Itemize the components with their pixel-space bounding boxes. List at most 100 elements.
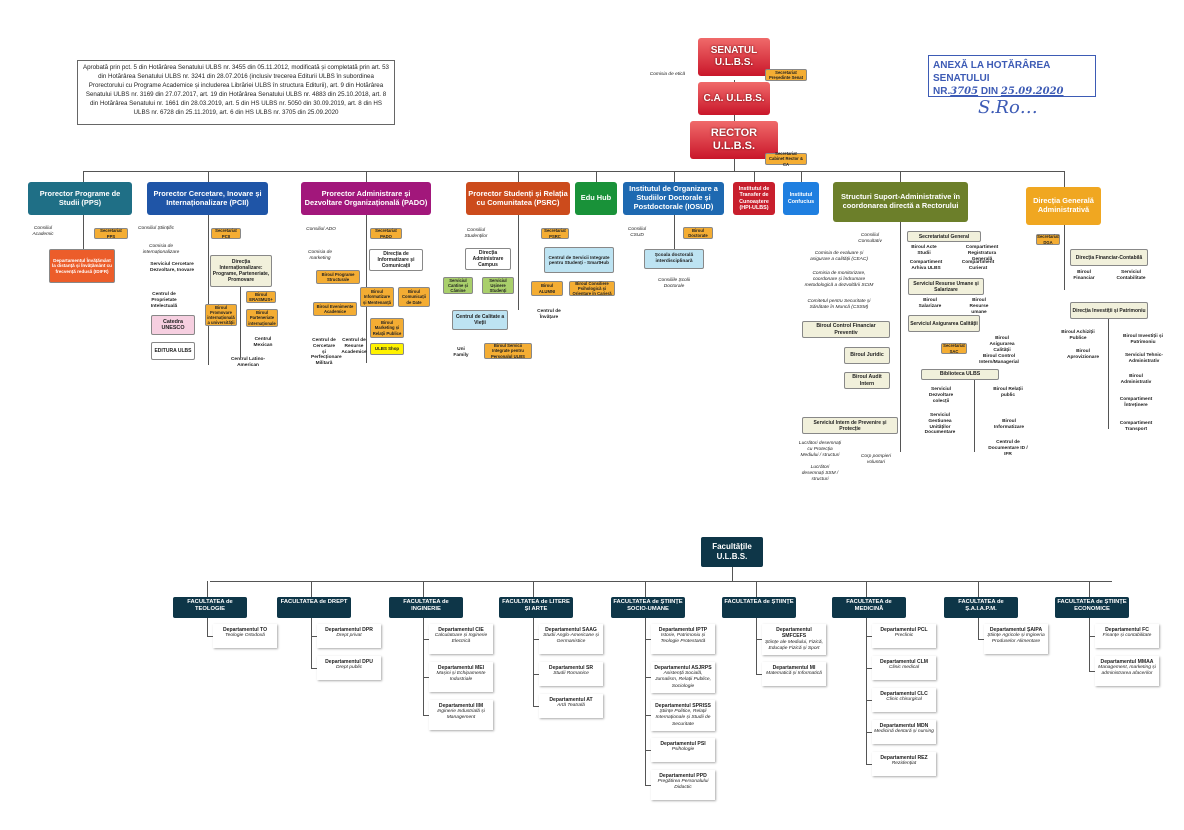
ssa-ceac: Comisia de evaluare și asigurare a calit… [810, 251, 868, 262]
dga-investments-office: Biroul Investiții și Patrimoniu [1123, 334, 1163, 345]
dga-supply-office: Biroul Aprovizionare [1067, 349, 1099, 360]
department-code: Departamentul FC [1105, 627, 1149, 633]
department-description: Finanțe și contabilitate [1102, 633, 1152, 639]
dga-finance-directorate: Direcția Financiar-Contabilă [1070, 249, 1148, 266]
psrc-alumni-office: Biroul ALUMNI [531, 281, 563, 296]
department-description: Inginerie Industrială și Management [437, 709, 485, 721]
approval-note: Aprobată prin pct. 5 din Hotărârea Senat… [77, 60, 395, 125]
pado-datacom-office: Biroul Comunicații de Date [398, 287, 430, 307]
iosud-doctorate-office: Biroul Doctorate [683, 227, 713, 239]
department-description: Științe Politice, Relații Internaționale… [655, 709, 711, 727]
department-code: Departamentul SAAG [545, 627, 597, 633]
stamp-nr-label: NR. [933, 86, 951, 97]
unit-confucius-header: Institutul Confucius [783, 182, 819, 215]
ssa-cssm: Comitetul pentru Securitate și Sănătate … [807, 299, 871, 310]
department-code: Departamentul IIM [438, 703, 484, 709]
psrc-council: Consiliul Studenților [464, 228, 488, 239]
stamp-number: 3705 [950, 86, 979, 97]
pcii-editura: EDITURA ULBS [151, 342, 195, 360]
psrc-integrated-services-office: Biroul Servicii Integrate pentru Persona… [484, 343, 532, 359]
unit-psrc-header: Prorector Studenți și Relația cu Comunit… [466, 182, 570, 215]
pcii-council: Consiliul Științific [138, 226, 174, 231]
faculty-header: FACULTATEA de DREPT [277, 597, 351, 618]
dga-secretariat: Secretariat DGA [1036, 234, 1060, 245]
department-description: Clinic medical [888, 665, 920, 671]
ssa-env-workers: Lucrători desemnați cu Protecția Mediulu… [798, 441, 842, 458]
pcii-ip-center: Centrul de Proprietate Intelectuală [150, 292, 178, 309]
ssa-documents-service: Serviciul Gestiunea Unităților Documenta… [924, 413, 956, 436]
psrc-campus-directorate: Direcția Administrare Campus [465, 248, 511, 270]
ssa-library-it-office: Biroul Informatizare [993, 419, 1025, 430]
ssa-hr-service: Serviciul Resurse Umane și Salarizare [908, 278, 984, 295]
department-description: Calculatoare și Inginerie Electrică [434, 633, 488, 645]
department-description: Științe Agricole și Ingineria Produselor… [987, 633, 1045, 645]
dga-maintenance: Compartiment Întreținere [1119, 397, 1153, 408]
iosud-doctoral-councils: Consiliile Școlii Doctorale [658, 278, 690, 289]
psrc-life-quality-center: Centrul de Calitate a Vieții [452, 310, 508, 330]
department-code: Departamentul MI [772, 665, 816, 671]
ssa-ssm-workers: Lucrători desemnați SSM / structuri [801, 465, 839, 482]
dga-transport: Compartiment Transport [1119, 421, 1153, 432]
department-description: Rezidențiat [891, 761, 917, 767]
unit-ssa-header: Structuri Suport-Administrative în coord… [833, 182, 968, 222]
ssa-payroll-office: Biroul Salarizare [918, 298, 942, 309]
ssa-diploma-office: Biroul Acte Studii [911, 245, 937, 256]
ssa-general-secretariat: Secretariatul General [907, 231, 981, 242]
pcii-secretariat: Secretariat PCII [211, 228, 241, 239]
pado-marketing-office: Biroul Marketing și Relații Publice [370, 318, 404, 338]
psrc-uni-family: Uni Family [453, 347, 469, 358]
ssa-documentation-center: Centrul de Documentare ID / IFR [988, 440, 1028, 457]
ssa-audit-office: Biroul Audit Intern [844, 372, 890, 389]
department-code: Departamentul DPR [325, 627, 373, 633]
department-description: Mașini și Echipamente Industriale [436, 671, 486, 683]
pado-council: Consiliul ADO [306, 227, 336, 232]
unit-dga-header: Direcția Generală Administrativă [1026, 187, 1101, 225]
unit-eduhub-header: Edu Hub [575, 182, 617, 215]
iosud-council: Consiliul CSUD [627, 227, 647, 238]
ssa-public-relations-office: Biroul Relații public [993, 387, 1023, 398]
department-code: Departamentul PCL [880, 627, 928, 633]
ssa-legal-office: Biroul Juridic [844, 347, 890, 364]
ssa-financial-control-office: Biroul Control Financiar Preventiv [802, 321, 890, 338]
department-description: Studii Romanice [553, 671, 589, 677]
pado-maintenance-office: Biroul Informatizare și Mentenanță [360, 287, 394, 307]
department-code: Departamentul SR [548, 665, 594, 671]
dga-admin-office: Biroul Administrativ [1120, 374, 1152, 385]
ssa-control-office: Biroul Control Intern/Managerial [979, 354, 1019, 365]
department-description: Preclinic [894, 633, 914, 639]
department-code: Departamentul ȘAIPA [989, 627, 1043, 633]
department-description: Matematică și Informatică [766, 671, 822, 677]
faculty-header: FACULTATEA de INGINERIE [389, 597, 463, 618]
pcii-partnerships-office: Biroul Parteneriate internaționale [246, 309, 278, 327]
pado-it-directorate: Direcția de Informatizare și Comunicații [369, 249, 423, 271]
ssa-firefighters: Corp pompieri voluntari [860, 454, 892, 465]
department-code: Departamentul MMAA [1100, 659, 1154, 665]
department-description: Medicină dentară și nursing [874, 729, 934, 735]
pps-council: Consiliul Academic [32, 226, 54, 237]
senate-stamp: ANEXĂ LA HOTĂRÂREA SENATULUI NR.3705 DIN… [928, 55, 1096, 97]
stamp-date: 25.09.2020 [1000, 86, 1064, 97]
psrc-smarthub-center: Centrul de Servicii Integrate pentru Stu… [544, 247, 614, 273]
pcii-mexican-center: Centrul Mexican [253, 337, 273, 348]
dga-finance-office: Biroul Financiar [1073, 270, 1095, 281]
dga-technical-service: Serviciul Tehnic-Administrativ [1124, 353, 1164, 364]
department-code: Departamentul CIE [438, 627, 484, 633]
pcii-internationalization-directorate: Direcția Internaționalizare: Programe, P… [210, 255, 272, 287]
department-description: Psihologie [671, 747, 695, 753]
ssa-quality-service: Serviciul Asigurarea Calității [908, 315, 980, 332]
department-description: Istorie, Patrimoniu și Teologie Protesta… [660, 633, 706, 645]
pcii-erasmus-office: Biroul ERASMUS+ [246, 291, 276, 303]
ssa-hr-office: Biroul Resurse umane [969, 298, 989, 315]
